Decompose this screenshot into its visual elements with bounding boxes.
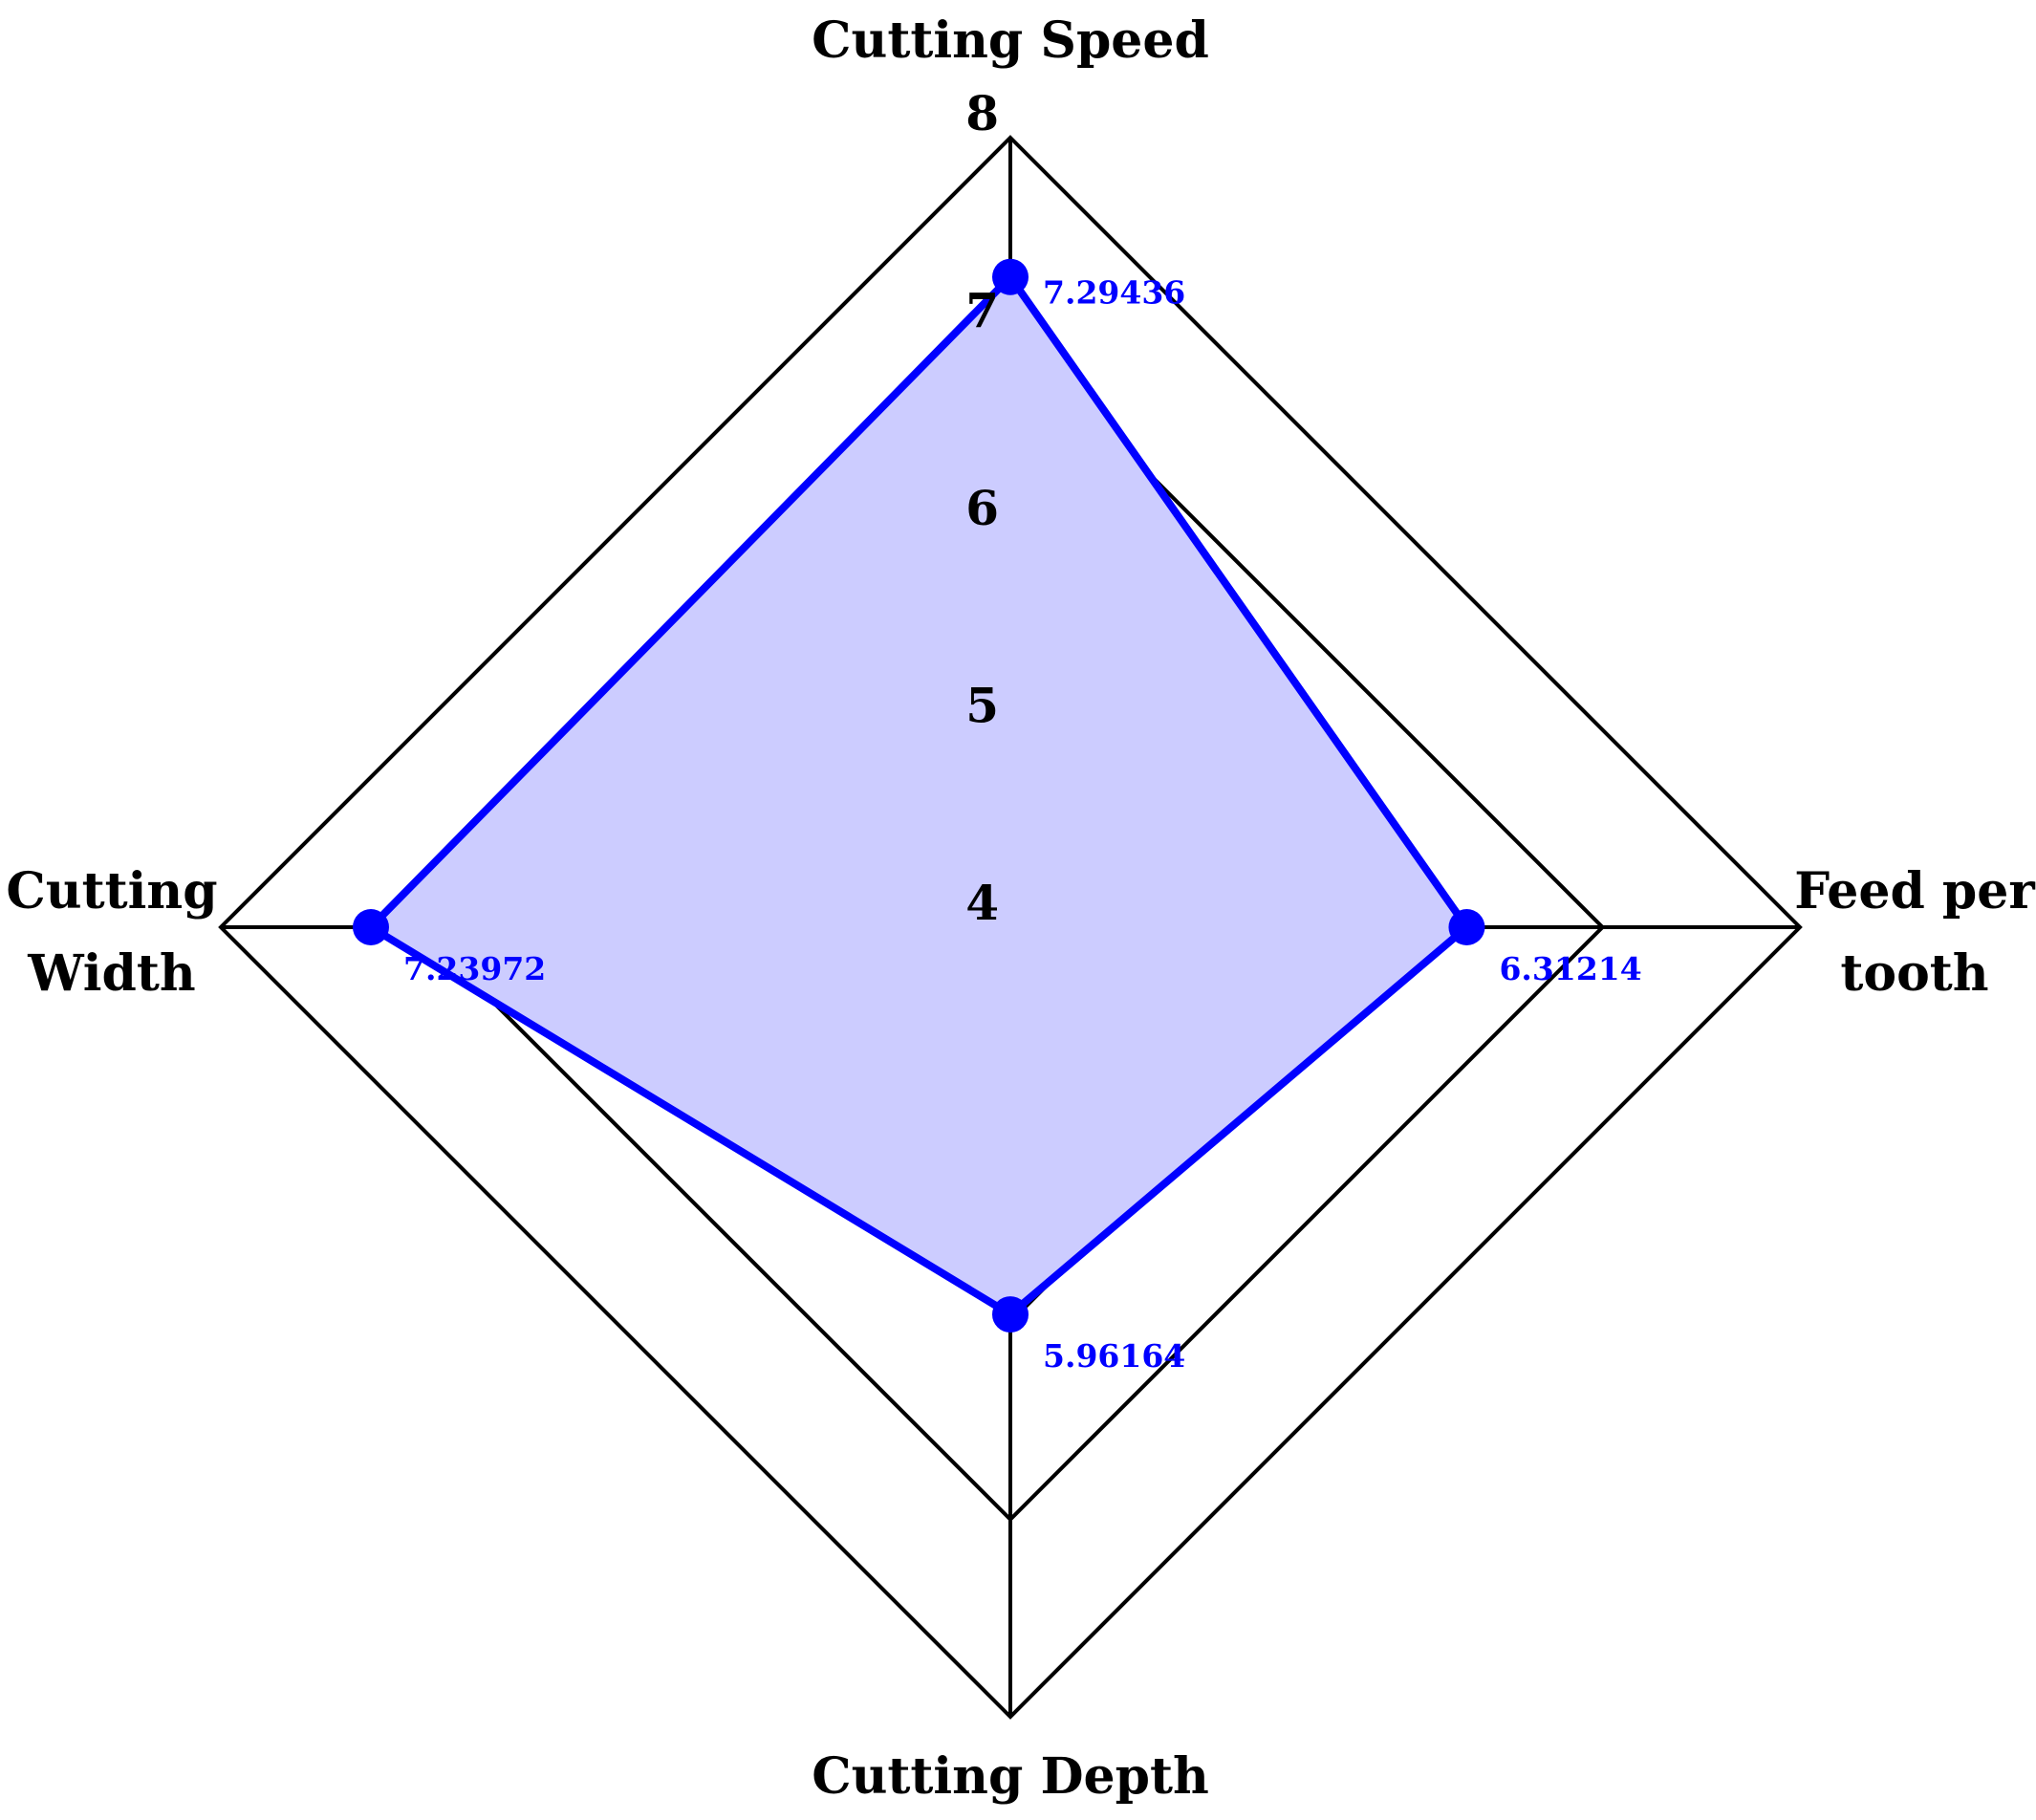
series-marker — [992, 258, 1029, 295]
tick-label: 4 — [965, 875, 999, 931]
data-label: 5.96164 — [1043, 1337, 1185, 1375]
axis-title: Feed per tooth — [1794, 862, 2035, 1003]
axis-title: Cutting Speed — [812, 11, 1209, 70]
axis-title: Cutting Depth — [812, 1747, 1209, 1806]
radar-series — [352, 258, 1485, 1333]
data-label: 7.23972 — [403, 950, 546, 987]
tick-label: 8 — [965, 85, 999, 141]
series-marker — [352, 909, 389, 945]
series-marker — [1448, 909, 1485, 945]
tick-label: 6 — [965, 480, 999, 536]
series-marker — [992, 1296, 1029, 1333]
axis-title-line: tooth — [1840, 944, 1988, 1003]
axis-title-line: Cutting — [6, 862, 217, 921]
data-label: 6.31214 — [1499, 950, 1641, 987]
axis-title-line: Cutting Depth — [812, 1747, 1209, 1806]
radar-data-labels: 7.29436 6.31214 5.96164 7.23972 — [403, 274, 1642, 1375]
axis-title-line: Width — [27, 944, 195, 1003]
radar-tick-labels: 4 5 6 7 8 — [965, 85, 999, 931]
data-label: 7.29436 — [1043, 274, 1185, 312]
axis-title-line: Cutting Speed — [812, 11, 1209, 70]
tick-label: 7 — [965, 283, 999, 339]
axis-title-line: Feed per — [1794, 862, 2035, 921]
tick-label: 5 — [965, 678, 999, 734]
series-area — [364, 271, 1472, 1319]
